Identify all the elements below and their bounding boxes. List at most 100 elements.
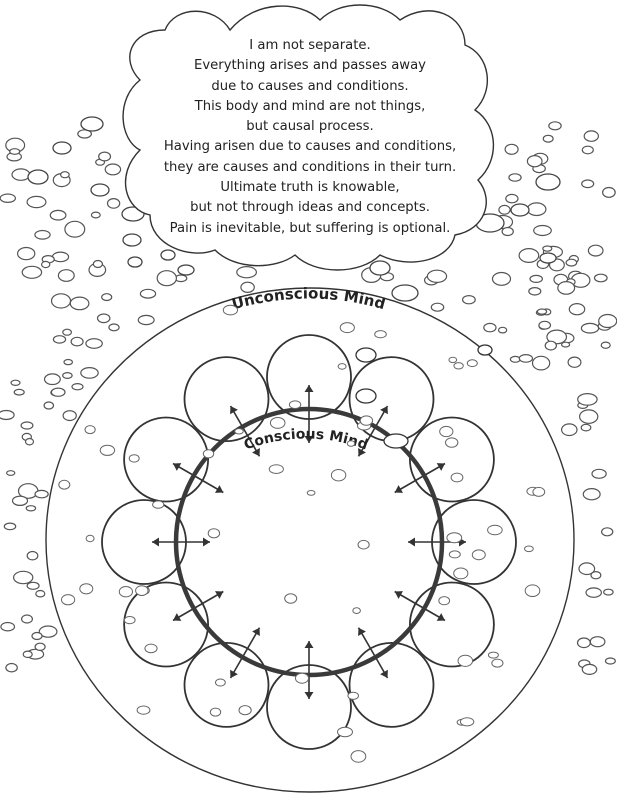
bubble [238,705,252,716]
bubble [471,549,486,561]
bubble [20,421,34,430]
conscious-mind-circle [173,406,445,678]
bubble [122,233,142,247]
bubble [347,691,360,700]
bubble [90,211,101,219]
bubble [531,355,551,371]
bubble [491,658,504,668]
thought-circle [348,642,435,728]
bubble [330,469,347,482]
bidirectional-arrow [394,462,446,494]
bubble [137,314,155,326]
bubble [22,650,33,659]
bubble [85,534,95,543]
bubble [391,284,419,302]
thought-ring [101,334,517,750]
bubble [27,169,49,185]
bubble [466,359,478,368]
bubble [580,423,592,432]
bubble [581,145,594,155]
bidirectional-arrow [304,385,314,443]
bubble [13,570,34,585]
bubble [24,437,35,446]
bubble [64,220,86,238]
bubble [202,449,215,459]
bubble [448,356,458,364]
bubble [35,589,46,598]
bubble [96,313,111,324]
thought-circle [123,581,210,668]
bubble [448,550,461,559]
bubble [526,154,543,168]
bubble [236,266,258,279]
bubble [101,293,113,302]
bubble [80,367,99,379]
bubble [13,388,25,396]
bubble [546,329,568,345]
bubble [487,524,503,536]
bubble [17,246,36,261]
bubble [337,726,353,738]
bubble [31,631,43,641]
bubble [483,322,497,333]
bubble [339,322,355,334]
bubble [352,607,361,614]
bidirectional-arrow [229,627,261,679]
bubble [34,642,46,652]
bubble [518,354,534,363]
bubble [26,550,39,561]
bubble [62,328,72,336]
bidirectional-arrow [357,627,389,679]
bubble [63,358,73,366]
bubble [52,335,67,344]
bubble [99,444,116,456]
bubble [104,163,122,176]
bubble [355,388,377,404]
bubble [0,409,15,421]
bubble [510,203,530,217]
bubble [445,437,459,448]
bubble [85,338,103,349]
bubble [123,616,136,625]
thought-circle [183,356,270,443]
bubble [118,586,134,598]
bubble [536,308,548,315]
bubble [439,425,454,438]
thought-circle [408,416,495,503]
bubble [487,651,499,659]
bubble [567,356,582,368]
bubble [177,264,195,276]
bubble [528,286,542,296]
bubble [269,417,286,429]
cloud-text: I am not separate. Everything arises and… [150,36,470,239]
bubble [0,621,16,632]
bubble [581,663,598,676]
thought-cloud [122,4,495,271]
bubble [524,545,534,553]
bubble [508,173,522,182]
bubble [585,587,602,598]
bubble [70,336,84,347]
bubble [582,488,601,501]
bubble [21,614,34,624]
bubble [600,341,611,349]
bubble [43,373,61,386]
bubble [284,593,298,604]
bubble [58,479,71,490]
bubble [430,302,445,312]
bubble [535,173,561,191]
bubble [568,303,586,316]
bubble [288,400,302,410]
bubble [477,344,493,356]
bubble [108,323,120,332]
bubble [505,193,519,204]
thought-circle [123,416,210,503]
bubble [491,271,512,286]
bubble [234,428,244,435]
conscious-mind-label: Conscious Mind [242,426,370,453]
bubble [215,678,226,687]
bubble [498,204,511,215]
bubble [43,401,55,410]
bubble [106,197,121,209]
bubble [337,363,347,370]
